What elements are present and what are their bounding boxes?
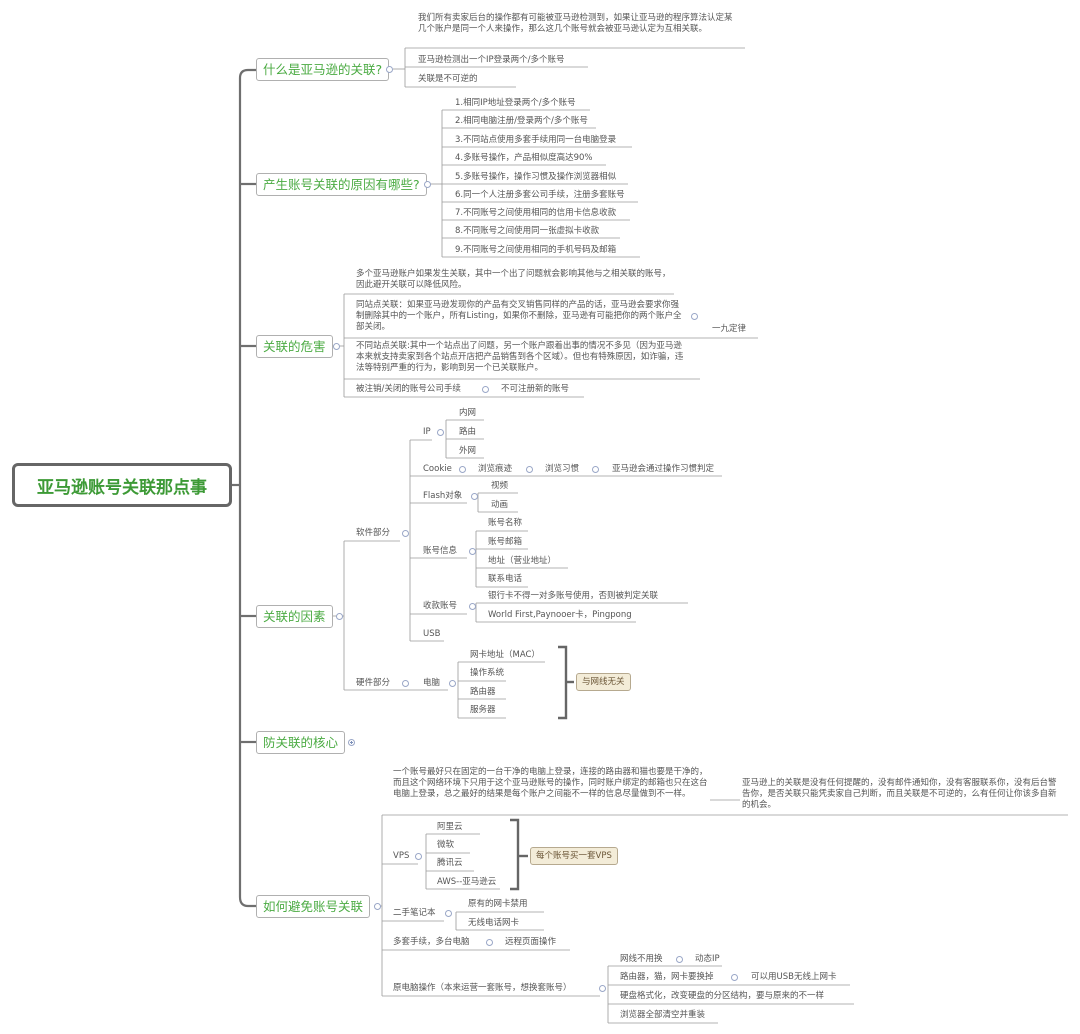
account-item: 账号邮箱 <box>488 537 523 547</box>
original-item-note: 可以用USB无线上网卡 <box>751 972 837 982</box>
account-item: 地址（营业地址） <box>488 556 557 566</box>
cookie-label: Cookie <box>423 464 452 474</box>
collapse-icon[interactable] <box>469 603 476 610</box>
computer-item: 服务器 <box>470 705 496 715</box>
branch-core[interactable]: 防关联的核心 <box>256 731 346 754</box>
laptop-label: 二手笔记本 <box>393 908 436 918</box>
collapse-icon[interactable] <box>691 313 698 320</box>
collapse-icon[interactable] <box>469 548 476 555</box>
expand-icon[interactable] <box>348 739 355 746</box>
branch-avoid[interactable]: 如何避免账号关联 <box>256 895 371 918</box>
what-item: 亚马逊检测出一个IP登录两个/多个账号 <box>418 55 565 65</box>
harm-same-site-note: 一九定律 <box>712 324 747 334</box>
cause-item: 5.多账号操作，操作习惯及操作浏览器相似 <box>455 172 617 182</box>
collapse-icon[interactable] <box>424 181 431 188</box>
payment-label: 收款账号 <box>423 601 458 611</box>
collapse-icon[interactable] <box>731 974 738 981</box>
original-label: 原电脑操作（本来运营一套账号，想换套账号） <box>393 983 572 993</box>
collapse-icon[interactable] <box>374 903 381 910</box>
ip-item: 外网 <box>459 446 477 456</box>
original-item: 浏览器全部清空并重装 <box>620 1010 706 1020</box>
vps-callout: 每个账号买一套VPS <box>530 847 618 865</box>
vps-item: 阿里云 <box>437 822 463 832</box>
ip-item: 路由 <box>459 427 477 437</box>
account-item: 联系电话 <box>488 574 523 584</box>
harm-closed-note: 不可注册新的账号 <box>501 384 570 394</box>
multi-note: 远程页面操作 <box>505 937 557 947</box>
vps-label: VPS <box>393 851 410 861</box>
cause-item: 2.相同电脑注册/登录两个/多个账号 <box>455 116 588 126</box>
collapse-icon[interactable] <box>402 530 409 537</box>
laptop-item: 无线电话网卡 <box>468 918 520 928</box>
original-item: 路由器，猫，网卡要换掉 <box>620 972 714 982</box>
collapse-icon[interactable] <box>592 466 599 473</box>
collapse-icon[interactable] <box>459 466 466 473</box>
collapse-icon[interactable] <box>437 429 444 436</box>
cause-item: 4.多账号操作，产品相似度高达90% <box>455 153 593 163</box>
what-item: 关联是不可逆的 <box>418 74 478 84</box>
vps-item: AWS--亚马逊云 <box>437 877 497 887</box>
what-description: 我们所有卖家后台的操作都有可能被亚马逊检测到，如果让亚马逊的程序算法认定某几个账… <box>418 13 733 34</box>
computer-item: 网卡地址（MAC） <box>470 650 540 660</box>
software-label: 软件部分 <box>356 528 391 538</box>
laptop-item: 原有的网卡禁用 <box>468 899 528 909</box>
hardware-label: 硬件部分 <box>356 678 391 688</box>
usb-label: USB <box>423 629 441 639</box>
original-item-note: 动态IP <box>695 954 720 964</box>
collapse-icon[interactable] <box>676 956 683 963</box>
payment-item: 银行卡不得一对多账号使用，否则被判定关联 <box>488 591 659 601</box>
computer-item: 路由器 <box>470 687 496 697</box>
collapse-icon[interactable] <box>402 680 409 687</box>
cause-item: 9.不同账号之间使用相同的手机号码及邮箱 <box>455 245 617 255</box>
collapse-icon[interactable] <box>386 66 393 73</box>
multi-label: 多套手续，多台电脑 <box>393 937 470 947</box>
vps-item: 腾讯云 <box>437 858 463 868</box>
collapse-icon[interactable] <box>526 466 533 473</box>
cookie-chain: 浏览习惯 <box>545 464 580 474</box>
account-item: 账号名称 <box>488 518 523 528</box>
cause-item: 1.相同IP地址登录两个/多个账号 <box>455 98 576 108</box>
vps-item: 微软 <box>437 840 455 850</box>
avoid-side-note: 亚马逊上的关联是没有任何提醒的，没有邮件通知你，没有客服联系你，没有后台警告你，… <box>742 778 1057 810</box>
flash-item: 视频 <box>491 481 509 491</box>
cause-item: 7.不同账号之间使用相同的信用卡信息收款 <box>455 208 617 218</box>
harm-same-site: 同站点关联：如果亚马逊发现你的产品有交叉销售同样的产品的话，亚马逊会要求你强制删… <box>356 300 682 332</box>
cookie-chain: 亚马逊会通过操作习惯判定 <box>612 464 715 474</box>
collapse-icon[interactable] <box>415 853 422 860</box>
account-label: 账号信息 <box>423 546 458 556</box>
harm-cross-site: 不同站点关联:其中一个站点出了问题，另一个账户跟着出事的情况不多见（因为亚马逊本… <box>356 341 684 373</box>
original-item: 硬盘格式化，改变硬盘的分区结构，要与原来的不一样 <box>620 991 825 1001</box>
collapse-icon[interactable] <box>336 613 343 620</box>
harm-description: 多个亚马逊账户如果发生关联，其中一个出了问题就会影响其他与之相关联的账号，因此避… <box>356 269 671 290</box>
original-item: 网线不用换 <box>620 954 663 964</box>
hardware-callout: 与网线无关 <box>576 673 631 691</box>
flash-item: 动画 <box>491 500 509 510</box>
payment-item: World First,Paynooer卡，Pingpong <box>488 610 632 620</box>
flash-label: Flash对象 <box>423 491 463 501</box>
computer-label: 电脑 <box>423 678 441 688</box>
cause-item: 3.不同站点使用多套手续用同一台电脑登录 <box>455 135 617 145</box>
cause-item: 6.同一个人注册多套公司手续，注册多套账号 <box>455 190 625 200</box>
ip-item: 内网 <box>459 408 477 418</box>
avoid-description: 一个账号最好只在固定的一台干净的电脑上登录，连接的路由器和猫也要是干净的，而且这… <box>393 767 708 799</box>
branch-harm[interactable]: 关联的危害 <box>256 335 333 358</box>
computer-item: 操作系统 <box>470 668 505 678</box>
harm-closed: 被注销/关闭的账号公司手续 <box>356 384 461 394</box>
collapse-icon[interactable] <box>449 680 456 687</box>
collapse-icon[interactable] <box>471 493 478 500</box>
branch-factors[interactable]: 关联的因素 <box>256 605 333 628</box>
cause-item: 8.不同账号之间使用同一张虚拟卡收款 <box>455 226 600 236</box>
collapse-icon[interactable] <box>333 343 340 350</box>
cookie-chain: 浏览痕迹 <box>478 464 513 474</box>
collapse-icon[interactable] <box>599 985 606 992</box>
root-topic[interactable]: 亚马逊账号关联那点事 <box>12 463 232 507</box>
collapse-icon[interactable] <box>445 910 452 917</box>
ip-label: IP <box>423 427 431 437</box>
collapse-icon[interactable] <box>486 939 493 946</box>
branch-what-is-association[interactable]: 什么是亚马逊的关联? <box>256 58 390 81</box>
collapse-icon[interactable] <box>482 386 489 393</box>
branch-causes[interactable]: 产生账号关联的原因有哪些? <box>256 173 427 196</box>
